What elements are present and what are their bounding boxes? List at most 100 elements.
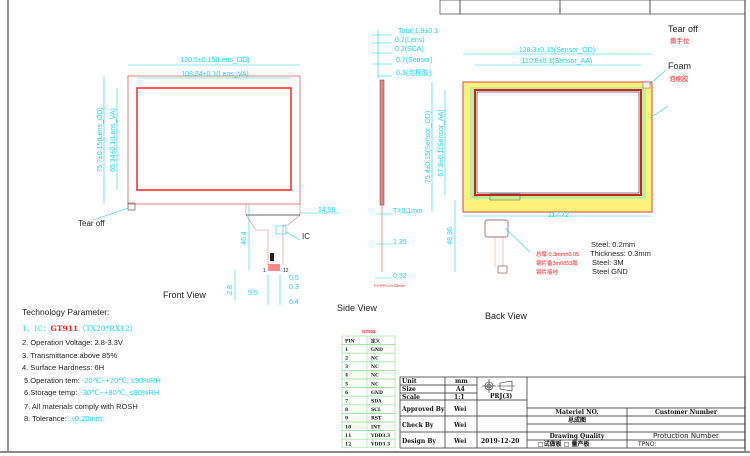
unit-label: Unit (402, 378, 417, 385)
size-label: Size (402, 386, 416, 393)
pin-table-row (341, 438, 396, 449)
lens-thickness: 0.7(Lens) (395, 37, 425, 44)
design-label: Design By (402, 438, 436, 445)
check-label: Check By (402, 422, 434, 429)
drawing-quality-options: □试做板 □ 量产板 (538, 440, 591, 448)
pin-definition: NC (371, 356, 379, 362)
pin-number: PIN (345, 338, 355, 344)
note-cn-3: 钢片接地 (536, 268, 559, 276)
pin-definition: VDD3.3 (370, 442, 390, 448)
pin-table-row (341, 370, 396, 380)
tol-value: ±0.20mm. (71, 414, 104, 423)
dim-117-72: 117.72 (548, 212, 569, 219)
pin-number: 7 (345, 399, 348, 405)
pin-table-row (341, 378, 396, 388)
tech-item-storage-temp: 6.Storage temp:-30℃~+80℃, ≤90%RH (24, 388, 159, 397)
pin-number: 11 (345, 433, 351, 439)
pin-definition: 定义 (371, 337, 380, 344)
note-en-4: Steel GND (592, 267, 628, 276)
back-view: 128.3±0.15(Sensor_OD) 110.8±0.1(Sensor_A… (425, 24, 698, 321)
foam-thickness: 0.3(泡棉胶) (396, 68, 431, 77)
sensor-od-height-dim: 75.4±0.15(Sensor_OD) (425, 111, 432, 183)
tech-item-hardness: 4. Surface Hardness: 6H (22, 363, 104, 372)
pin-definition: GND (371, 347, 383, 353)
unit-value: mm (455, 378, 468, 385)
check-value: Wei (453, 422, 467, 429)
sensor-od-width-dim: 128.3±0.15(Sensor_OD) (519, 47, 595, 54)
front-view-label: Front View (163, 290, 206, 300)
total-thickness: Total:1.9±0.1 (398, 28, 438, 35)
pin-definition: NC (371, 364, 379, 370)
side-stack (379, 79, 385, 206)
approved-label: Approved By (401, 406, 445, 413)
front-view: 120.5±0.15(Lens_OD) 108.34±0.1(Lens_VA) … (78, 57, 340, 306)
pin-table-row (341, 395, 396, 406)
pin-table-row (341, 404, 396, 414)
tear-off-cn-label: 撕手位 (670, 36, 690, 45)
note-en-3: Steel: 3M (592, 258, 624, 267)
back-view-label: Back View (485, 311, 527, 321)
pin-table-row (341, 352, 396, 363)
pin-table-row (341, 387, 396, 397)
title-block: Unit mm Size A4 Scale 1:1 PRJ(3) Approve… (399, 376, 746, 449)
tech-item-tolerance: 8. Tolerance: ±0.20mm. (24, 414, 104, 423)
dim-0-32: 0.32 (393, 273, 407, 280)
customer-number-label: Customer Number (655, 409, 718, 416)
pin-number: 12 (345, 442, 351, 448)
pin-table-row (341, 361, 396, 371)
scale-value: 1:1 (454, 394, 465, 401)
lens-outline (127, 75, 301, 205)
op-value: -20℃~+70℃, ≤90%RH (82, 376, 161, 385)
tech-heading: Technology Parameter: (22, 307, 109, 317)
note-en-2: Thickness: 0.3mm (590, 249, 651, 258)
pin-table-row (341, 413, 396, 423)
lens-va-width-dim: 108.34±0.1(Lens_VA) (181, 71, 249, 78)
pin-number: 2 (345, 356, 348, 362)
fpc-thickness: T<0.1mm (393, 208, 423, 215)
st-label: 6.Storage temp: (24, 388, 77, 397)
sca-thickness: 0.2(SCA) (395, 46, 424, 53)
ic-chip (275, 225, 287, 235)
lens-view-area (136, 87, 292, 191)
ic-name: GT911 (50, 324, 78, 333)
tech-item-operation-temp: 5.Operation tem:-20℃~+70℃, ≤90%RH (24, 376, 161, 385)
tear-off-tab (642, 81, 651, 89)
lens-od-width-dim: 120.5±0.15(Lens_OD) (180, 57, 249, 64)
stiffener (484, 219, 509, 238)
side-view: Total:1.9±0.1 0.7(Lens) 0.2(SCA) 0.7(Sen… (337, 28, 438, 313)
projection-symbol-icon (482, 379, 515, 393)
pin-definition: SCL (371, 407, 382, 413)
fpc-outline (245, 204, 301, 265)
dim-0-5: 0.5 (289, 275, 299, 282)
drawing-quality-label: Drawing Quality (550, 433, 605, 440)
sensor-aa-width-dim: 110.8±0.1(Sensor_AA) (522, 58, 593, 65)
tol-label: 8. Tolerance: (24, 414, 67, 423)
pin-definition: NC (371, 373, 379, 379)
pin-definition: GND (371, 390, 383, 396)
connector (268, 264, 280, 271)
pin-definition: NC (371, 381, 379, 387)
pin-number: 10 (345, 424, 351, 430)
material-label: Materiel NO. (555, 409, 598, 416)
tear-off-tab (127, 202, 136, 211)
dim-48-36: 48.36 (447, 227, 454, 245)
size-value: A4 (455, 386, 465, 393)
dim-2-8: 2.8 (227, 285, 234, 295)
design-date: 2019-12-20 (481, 438, 519, 445)
pin-number: 9 (345, 416, 348, 422)
sensor-active-area (474, 89, 642, 196)
approved-value: Wei (453, 406, 467, 413)
pin-number: 3 (345, 364, 348, 370)
op-label: 5.Operation tem: (24, 376, 80, 385)
pin-number: 6 (345, 390, 348, 396)
projection-label: PRJ(3) (490, 393, 512, 400)
tech-item-voltage: 2. Operation Voltage: 2.8-3.3V (22, 338, 123, 347)
pin-table-row (341, 344, 396, 354)
dim-0-3: 0.3 (289, 284, 299, 291)
side-view-label: Side View (337, 303, 377, 313)
pin-definition: INT (371, 424, 381, 430)
scale-label: Scale (402, 394, 420, 401)
pin-first-label: 1 (263, 268, 266, 274)
pi-fpc-note: PI+FPC=0.33mm (374, 283, 406, 288)
